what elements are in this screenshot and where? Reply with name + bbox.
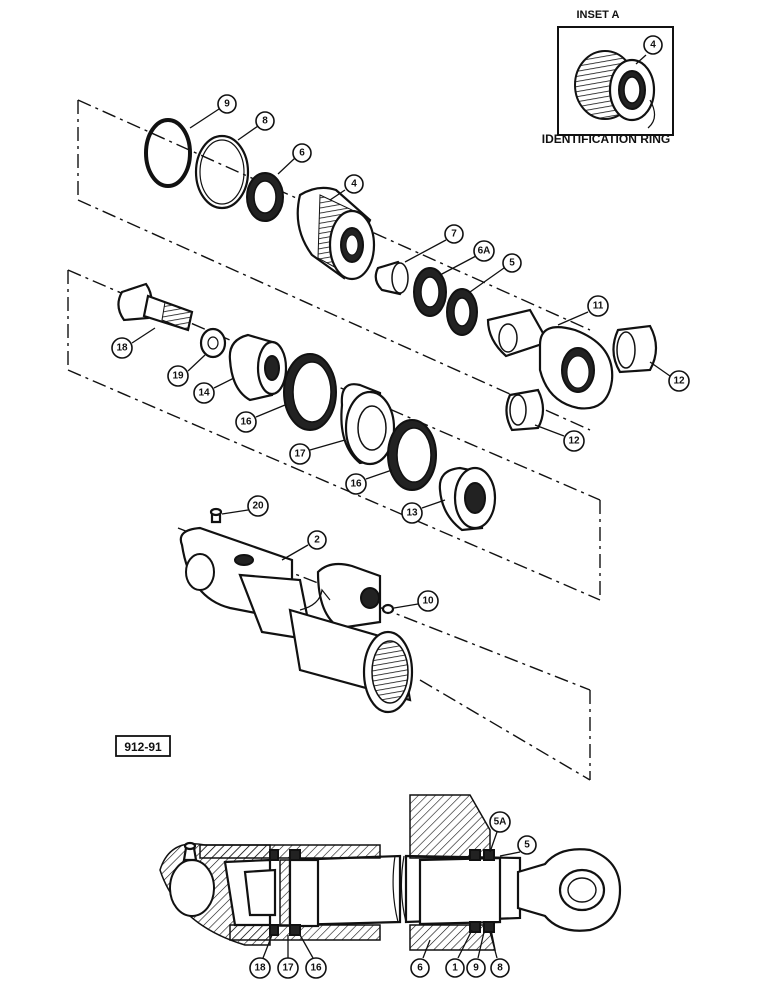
part-20-grease-fitting (209, 507, 223, 524)
svg-text:8: 8 (497, 963, 503, 974)
callouts: 9 8 6 4 7 6A 5 11 (111, 94, 690, 612)
part-5-seal (446, 288, 478, 336)
identification-ring-caption: IDENTIFICATION RING (542, 132, 670, 146)
svg-text:19: 19 (172, 371, 184, 382)
callout-20: 20 (221, 495, 269, 517)
callout-10: 10 (393, 590, 439, 612)
callout-9: 9 (189, 94, 237, 129)
section-callout-5: 5 (499, 835, 537, 857)
callout-8: 8 (237, 111, 275, 141)
section-callout-18: 18 (249, 934, 273, 979)
part-4-gland (296, 186, 376, 281)
inset-gland-drawing (574, 50, 656, 129)
callout-4: 4 (329, 174, 364, 201)
svg-text:1: 1 (452, 963, 458, 974)
callout-18: 18 (111, 327, 156, 359)
section-callout-6: 6 (410, 939, 431, 978)
inset-a: INSET A 4 IDENTIFICATION RING (542, 9, 674, 146)
part-10-pipe-plug (381, 603, 395, 615)
svg-text:5A: 5A (494, 817, 507, 828)
callout-16-lower: 16 (345, 469, 393, 495)
callout-19: 19 (167, 354, 206, 387)
svg-text:4: 4 (650, 40, 656, 51)
inset-callout-4: 4 (635, 35, 663, 65)
section-callout-5a: 5A (489, 811, 511, 853)
svg-text:6: 6 (417, 963, 423, 974)
part-7-bushing (374, 260, 409, 296)
callout-2: 2 (281, 530, 327, 561)
svg-text:14: 14 (198, 388, 210, 399)
svg-text:6: 6 (299, 148, 305, 159)
part-8-backup-ring (194, 134, 250, 210)
inset-title: INSET A (577, 9, 620, 21)
part-2-barrel (179, 526, 414, 714)
callout-17: 17 (289, 439, 346, 465)
section-callout-1: 1 (445, 929, 473, 978)
callout-12-right: 12 (649, 361, 690, 392)
part-14-piston-nut (228, 333, 288, 402)
svg-text:18: 18 (116, 343, 128, 354)
svg-text:4: 4 (351, 179, 357, 190)
svg-text:13: 13 (406, 508, 418, 519)
callout-11: 11 (557, 295, 609, 326)
part-11-rod-eye (486, 308, 614, 410)
section-callout-17: 17 (277, 935, 299, 979)
svg-text:20: 20 (252, 501, 264, 512)
part-16-seal-upper (283, 353, 337, 431)
svg-text:6A: 6A (478, 246, 491, 257)
callout-13: 13 (401, 499, 446, 524)
svg-text:10: 10 (422, 596, 434, 607)
callout-7: 7 (404, 224, 464, 263)
callout-14: 14 (193, 377, 235, 404)
svg-text:17: 17 (294, 449, 306, 460)
svg-text:9: 9 (473, 963, 479, 974)
callout-12-lower: 12 (534, 424, 585, 452)
part-19-washer (199, 327, 227, 359)
svg-text:12: 12 (673, 376, 685, 387)
svg-text:5: 5 (524, 840, 530, 851)
callout-6: 6 (277, 143, 312, 175)
svg-text:8: 8 (262, 116, 268, 127)
svg-text:16: 16 (350, 479, 362, 490)
part-17-piston (340, 383, 396, 466)
drawing-number-box: 912-91 (115, 735, 171, 757)
drawing-number: 912-91 (124, 740, 162, 754)
part-12-bushing-lower (505, 388, 545, 432)
svg-text:12: 12 (568, 436, 580, 447)
part-12-bushing-right (612, 324, 658, 374)
part-13-piston-head (438, 466, 497, 532)
section-callout-9: 9 (466, 931, 486, 978)
svg-text:5: 5 (509, 258, 515, 269)
part-6-seal (246, 172, 284, 222)
svg-text:16: 16 (310, 963, 322, 974)
part-9-o-ring (144, 118, 192, 188)
section-callouts: 5A 5 18 17 16 6 1 9 (249, 811, 537, 979)
section-callout-16: 16 (299, 934, 327, 979)
svg-text:16: 16 (240, 417, 252, 428)
callout-16-upper: 16 (235, 404, 286, 433)
callout-6a: 6A (439, 240, 495, 276)
svg-text:18: 18 (254, 963, 266, 974)
svg-text:2: 2 (314, 535, 320, 546)
part-18-bolt (117, 282, 194, 332)
part-16-seal-lower (387, 419, 437, 491)
callout-5: 5 (469, 253, 522, 293)
svg-text:17: 17 (282, 963, 294, 974)
part-6a-wiper (413, 267, 447, 317)
svg-text:9: 9 (224, 99, 230, 110)
section-callout-8: 8 (489, 931, 510, 978)
svg-text:7: 7 (451, 229, 457, 240)
svg-text:11: 11 (593, 301, 604, 312)
assembled-section-view (159, 794, 622, 951)
